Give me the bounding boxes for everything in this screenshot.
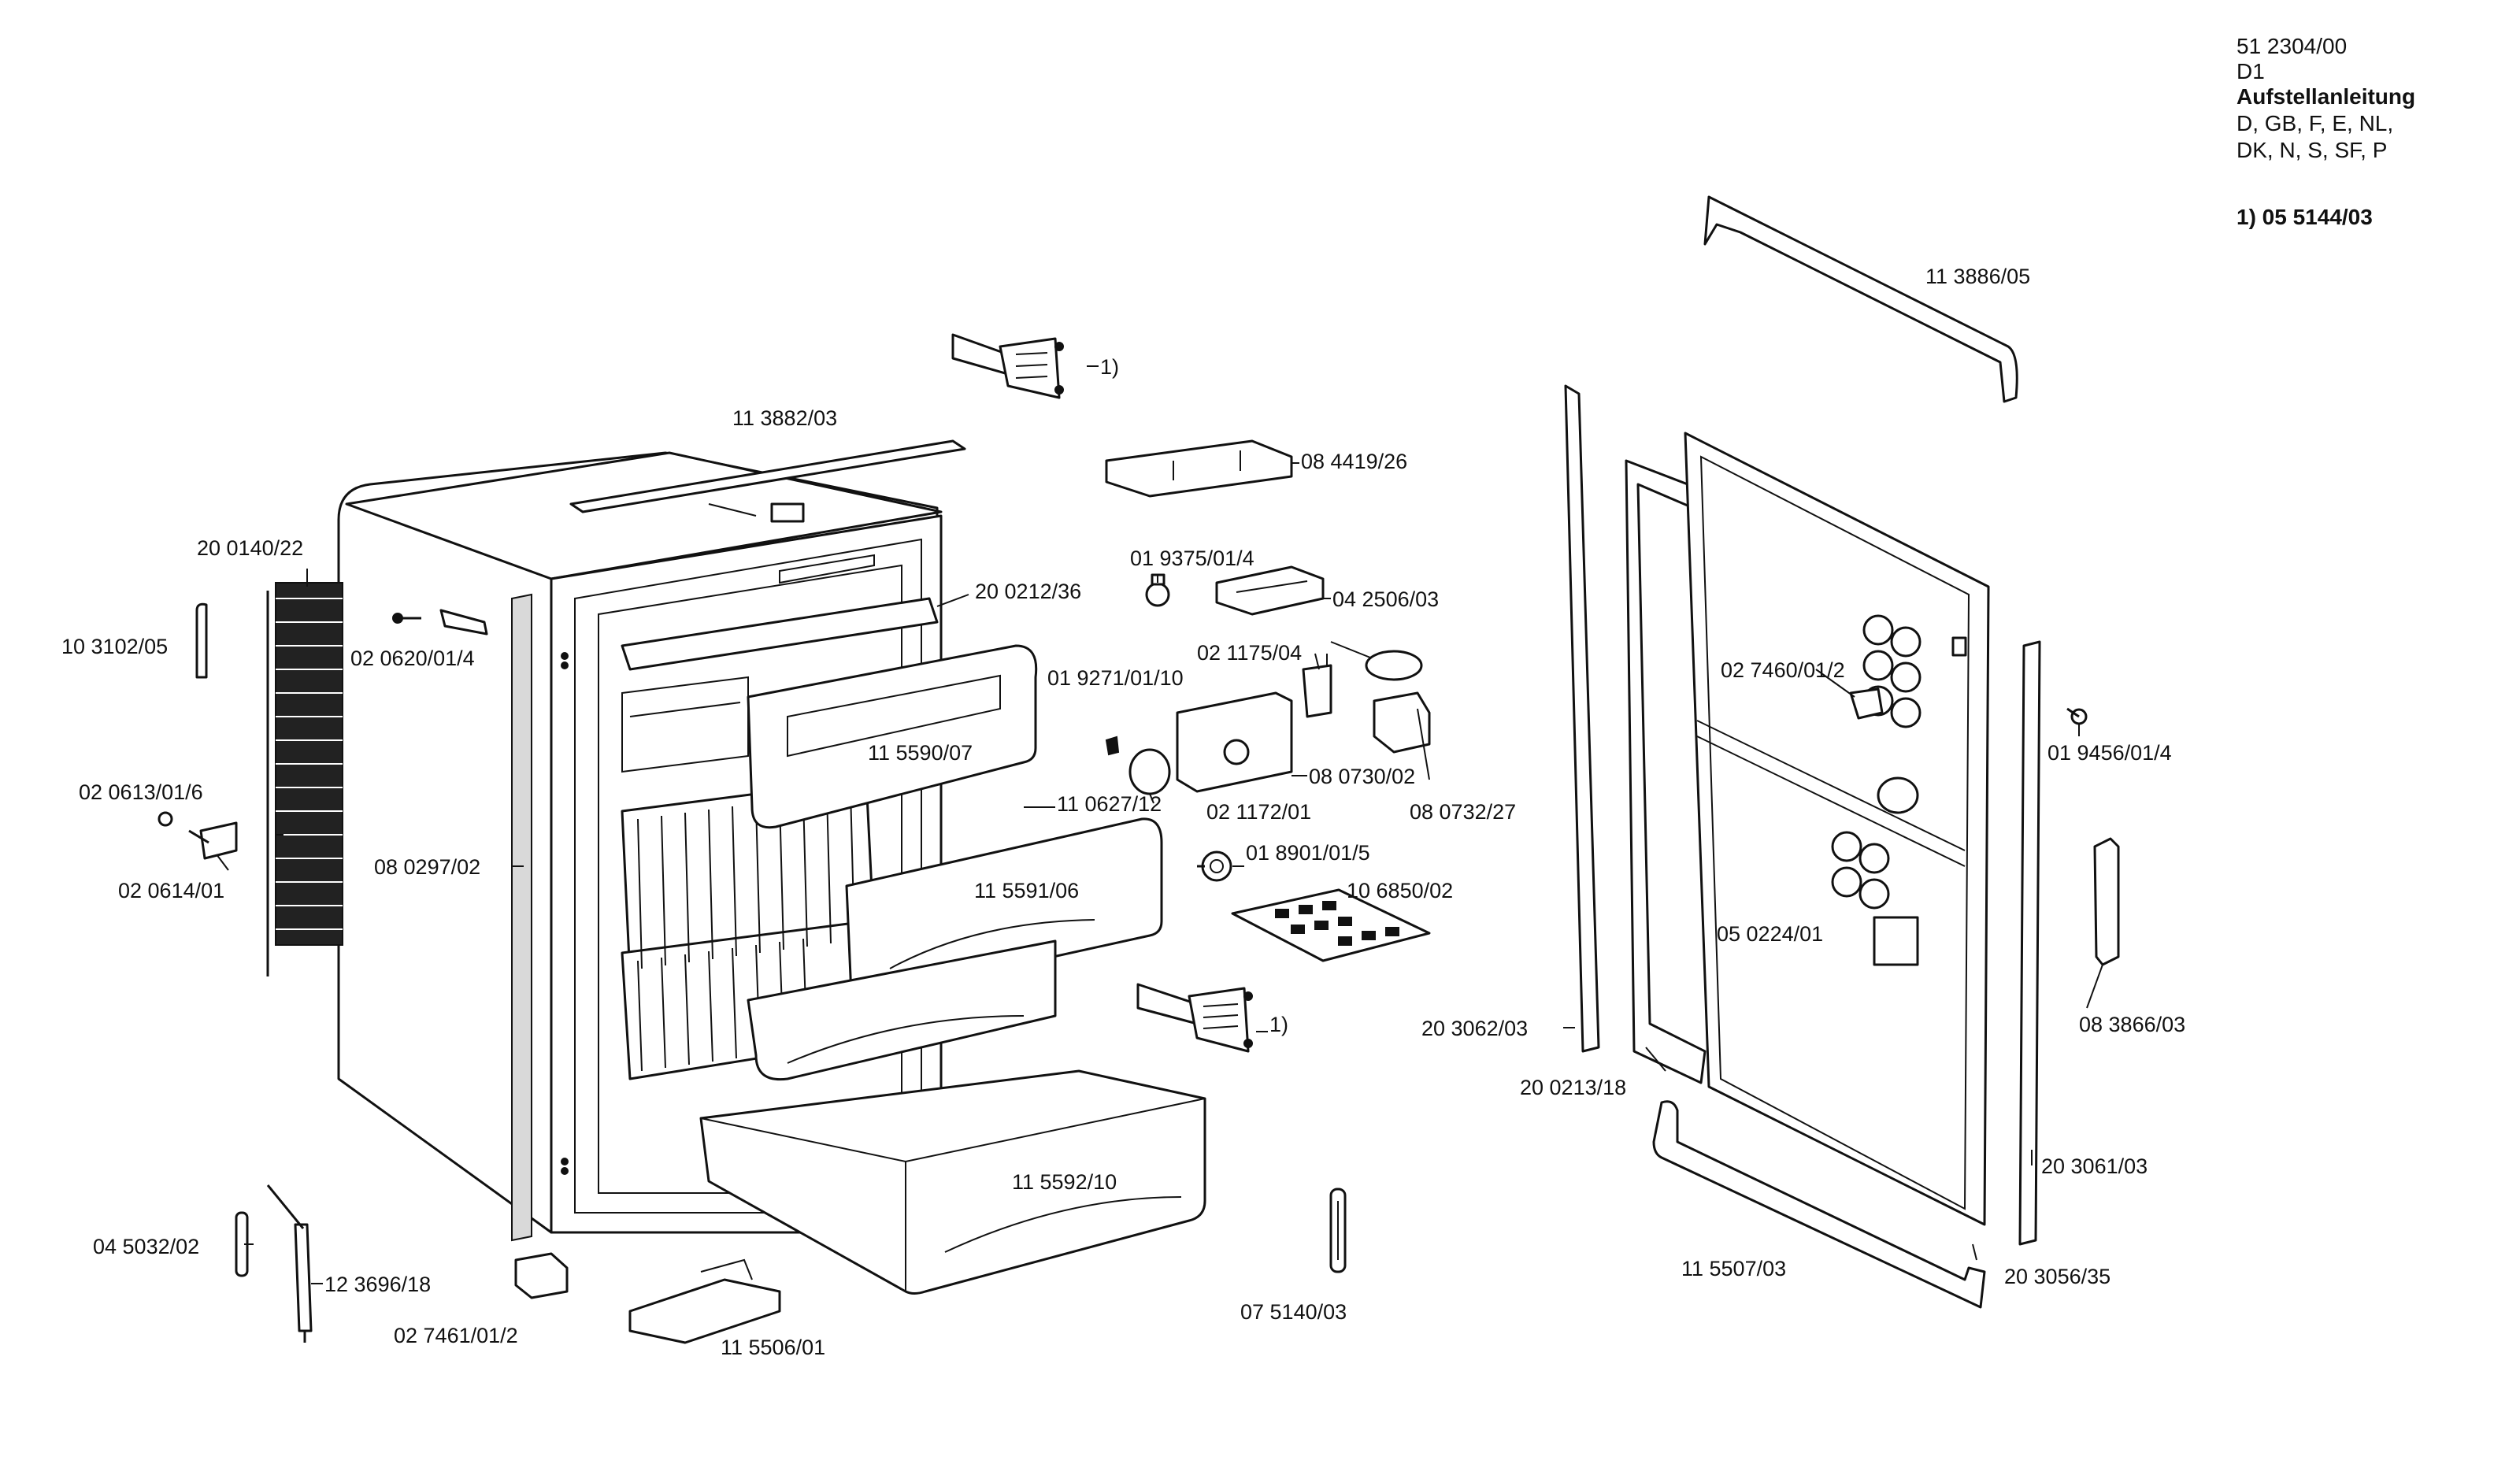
label-01-9375-01-4: 01 9375/01/4 xyxy=(1130,547,1254,570)
label-20-3061-03: 20 3061/03 xyxy=(2041,1154,2148,1178)
small-parts-left xyxy=(158,602,569,1343)
label-02-7461-01-2: 02 7461/01/2 xyxy=(394,1324,518,1347)
label-01-8901-01-5: 01 8901/01/5 xyxy=(1246,841,1370,865)
label-02-1172-01: 02 1172/01 xyxy=(1206,800,1311,824)
label-01-9271-01-10: 01 9271/01/10 xyxy=(1047,666,1184,690)
fridge-door xyxy=(1564,195,2120,1309)
label-20-3062-03: 20 3062/03 xyxy=(1421,1017,1528,1040)
label-20-0213-18: 20 0213/18 xyxy=(1520,1076,1626,1099)
label-04-2506-03: 04 2506/03 xyxy=(1332,587,1439,611)
fridge-cabinet xyxy=(337,439,1206,1295)
label-08-0730-02: 08 0730/02 xyxy=(1309,765,1415,788)
label-02-0620-01-4: 02 0620/01/4 xyxy=(350,647,475,670)
label-12-3696-18: 12 3696/18 xyxy=(324,1273,431,1296)
header-block: 51 2304/00 D1 Aufstellanleitung D, GB, F… xyxy=(2236,34,2415,229)
doc-number: 51 2304/00 xyxy=(2236,34,2347,58)
doc-variant: D1 xyxy=(2236,59,2265,83)
label-11-3882-03: 11 3882/03 xyxy=(732,406,837,430)
label-11-5506-01: 11 5506/01 xyxy=(721,1336,825,1359)
label-11-5507-03: 11 5507/03 xyxy=(1681,1257,1786,1280)
label-hinge-top-note: 1) xyxy=(1100,355,1119,379)
label-11-0627-12: 11 0627/12 xyxy=(1057,792,1162,816)
label-08-3866-03: 08 3866/03 xyxy=(2079,1013,2185,1036)
doc-languages-1: D, GB, F, E, NL, xyxy=(2236,111,2393,135)
doc-title: Aufstellanleitung xyxy=(2236,84,2415,109)
label-11-5592-10: 11 5592/10 xyxy=(1012,1170,1117,1194)
label-10-6850-02: 10 6850/02 xyxy=(1347,879,1453,902)
label-20-3056-35: 20 3056/35 xyxy=(2004,1265,2110,1288)
parts-top-centre xyxy=(628,333,1431,1344)
footnote-1: 1) 05 5144/03 xyxy=(2236,205,2373,229)
label-20-0212-36: 20 0212/36 xyxy=(975,580,1081,603)
label-02-0614-01: 02 0614/01 xyxy=(118,879,224,902)
label-08-0297-02: 08 0297/02 xyxy=(374,855,480,879)
label-11-5590-07: 11 5590/07 xyxy=(868,741,973,765)
label-08-0732-27: 08 0732/27 xyxy=(1410,800,1516,824)
doc-languages-2: DK, N, S, SF, P xyxy=(2236,138,2387,162)
label-hinge-mid-note: 1) xyxy=(1269,1013,1288,1036)
label-01-9456-01-4: 01 9456/01/4 xyxy=(2048,741,2172,765)
part-labels: 11 3886/05 11 3882/03 1) 08 4419/26 20 0… xyxy=(61,265,2185,1359)
label-02-1175-04: 02 1175/04 xyxy=(1197,641,1302,665)
label-20-0140-22: 20 0140/22 xyxy=(197,536,303,560)
label-07-5140-03: 07 5140/03 xyxy=(1240,1300,1347,1324)
condenser-grid xyxy=(266,582,343,976)
leader-lines xyxy=(216,365,2103,1284)
label-02-7460-01-2: 02 7460/01/2 xyxy=(1721,658,1845,682)
label-10-3102-05: 10 3102/05 xyxy=(61,635,168,658)
label-11-3886-05: 11 3886/05 xyxy=(1925,265,2030,288)
label-05-0224-01: 05 0224/01 xyxy=(1717,922,1823,946)
label-04-5032-02: 04 5032/02 xyxy=(93,1235,199,1258)
label-08-4419-26: 08 4419/26 xyxy=(1301,450,1407,473)
label-02-0613-01-6: 02 0613/01/6 xyxy=(79,780,203,804)
label-11-5591-06: 11 5591/06 xyxy=(974,879,1079,902)
